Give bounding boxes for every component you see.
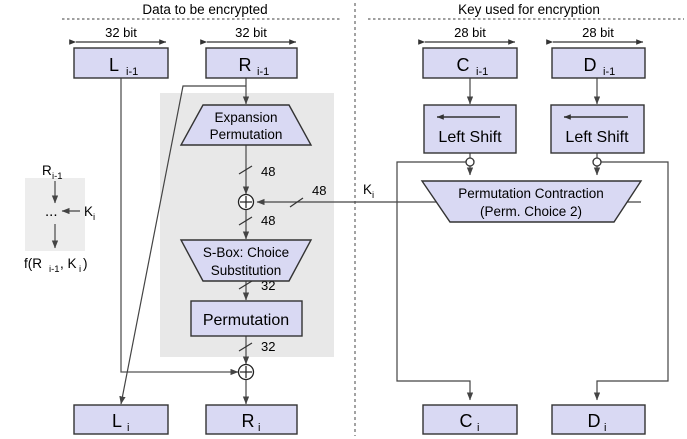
register-c-next: C i bbox=[422, 404, 518, 435]
key-label-sub: i bbox=[372, 190, 374, 201]
register-l-prev: L i-1 bbox=[73, 47, 169, 79]
wire-lprev-to-xor bbox=[120, 78, 239, 376]
register-c-next-label: C bbox=[460, 411, 473, 431]
bitslash-expansion-out bbox=[238, 165, 253, 175]
key-label-base: K bbox=[363, 182, 372, 197]
legend-output-sub2: i bbox=[79, 264, 81, 275]
register-l-prev-label: L bbox=[109, 55, 119, 75]
width-label-r-prev: 32 bit bbox=[235, 25, 267, 40]
register-c-prev-sub: i-1 bbox=[476, 66, 488, 78]
register-d-next-sub: i bbox=[604, 422, 606, 434]
block-left-shift-c: Left Shift bbox=[423, 104, 517, 154]
bitslash-key-in bbox=[289, 197, 304, 208]
width-measure-d-prev: 28 bit bbox=[546, 25, 644, 45]
legend-f-function: R i-1 ... K i f(R i-1 , K i ) bbox=[24, 163, 95, 275]
block-permutation-contraction: Permutation Contraction (Perm. Choice 2) bbox=[420, 180, 643, 223]
xor-gate-feistel bbox=[237, 363, 255, 381]
wire-bypass-to-cnext bbox=[396, 161, 474, 401]
bitwidth-expansion-out: 48 bbox=[261, 164, 275, 179]
width-measure-c-prev: 28 bit bbox=[418, 25, 516, 45]
key-label-ki: K i bbox=[363, 182, 374, 201]
wire-rprev-to-lnext bbox=[119, 85, 246, 405]
junction-dot-right bbox=[592, 157, 602, 167]
legend-output-sub1: i-1 bbox=[49, 264, 60, 275]
width-label-l-prev: 32 bit bbox=[105, 25, 137, 40]
register-l-next-label: L bbox=[112, 411, 122, 431]
block-left-shift-d: Left Shift bbox=[550, 104, 645, 154]
legend-key-label: K bbox=[84, 204, 93, 219]
section-title-key: Key used for encryption bbox=[458, 2, 600, 17]
width-measure-r-prev: 32 bit bbox=[200, 25, 297, 45]
block-permutation: Permutation bbox=[190, 300, 303, 337]
section-title-data: Data to be encrypted bbox=[142, 2, 267, 17]
pc2-label-line1: Permutation Contraction bbox=[458, 186, 604, 201]
width-label-d-prev: 28 bit bbox=[582, 25, 614, 40]
left-shift-d-label: Left Shift bbox=[565, 129, 629, 146]
register-d-next: D i bbox=[551, 404, 646, 435]
register-r-prev-label: R bbox=[239, 55, 252, 75]
register-d-next-label: D bbox=[588, 411, 601, 431]
register-r-prev: R i-1 bbox=[205, 47, 298, 79]
permutation-label: Permutation bbox=[203, 312, 289, 329]
legend-output-label: f(R bbox=[24, 256, 42, 271]
register-l-next-sub: i bbox=[127, 422, 129, 434]
junction-dot-left bbox=[465, 157, 475, 167]
register-l-next: L i bbox=[73, 404, 169, 435]
width-measure-l-prev: 32 bit bbox=[69, 25, 167, 45]
expansion-label-line2: Permutation bbox=[210, 127, 283, 142]
legend-fn-dots: ... bbox=[45, 203, 58, 220]
wire-bypass-to-dnext bbox=[593, 161, 669, 401]
bitslash-xor-out bbox=[238, 216, 253, 226]
pc2-label-line2: (Perm. Choice 2) bbox=[480, 204, 582, 219]
register-r-next-sub: i bbox=[258, 422, 260, 434]
bitwidth-xor-out: 48 bbox=[261, 213, 275, 228]
sbox-label-line2: Substitution bbox=[211, 263, 282, 278]
register-r-next: R i bbox=[205, 404, 298, 435]
xor-gate-key bbox=[237, 193, 255, 211]
bitslash-perm-out bbox=[238, 342, 253, 352]
register-d-prev-label: D bbox=[584, 55, 597, 75]
bitslash-sbox-out bbox=[238, 280, 253, 290]
left-shift-c-label: Left Shift bbox=[438, 129, 502, 146]
legend-output-end: ) bbox=[83, 256, 88, 271]
legend-input-label: R bbox=[42, 163, 52, 178]
register-d-prev-sub: i-1 bbox=[603, 66, 615, 78]
bitwidth-key-in: 48 bbox=[312, 183, 326, 198]
bitwidth-sbox-out: 32 bbox=[261, 278, 275, 293]
register-c-prev-label: C bbox=[457, 55, 470, 75]
register-d-prev: D i-1 bbox=[551, 47, 646, 79]
register-l-prev-sub: i-1 bbox=[126, 66, 138, 78]
legend-input-sub: i-1 bbox=[52, 171, 63, 182]
register-c-next-sub: i bbox=[477, 422, 479, 434]
legend-key-sub: i bbox=[93, 212, 95, 223]
block-sbox-choice-substitution: S-Box: Choice Substitution bbox=[179, 239, 313, 282]
register-r-prev-sub: i-1 bbox=[257, 66, 269, 78]
legend-output-mid: , K bbox=[60, 256, 77, 271]
width-label-c-prev: 28 bit bbox=[454, 25, 486, 40]
sbox-label-line1: S-Box: Choice bbox=[203, 245, 289, 260]
bitwidth-perm-out: 32 bbox=[261, 339, 275, 354]
register-c-prev: C i-1 bbox=[422, 47, 518, 79]
register-r-next-label: R bbox=[242, 411, 255, 431]
expansion-label-line1: Expansion bbox=[214, 110, 277, 125]
block-expansion-permutation: Expansion Permutation bbox=[179, 104, 313, 146]
